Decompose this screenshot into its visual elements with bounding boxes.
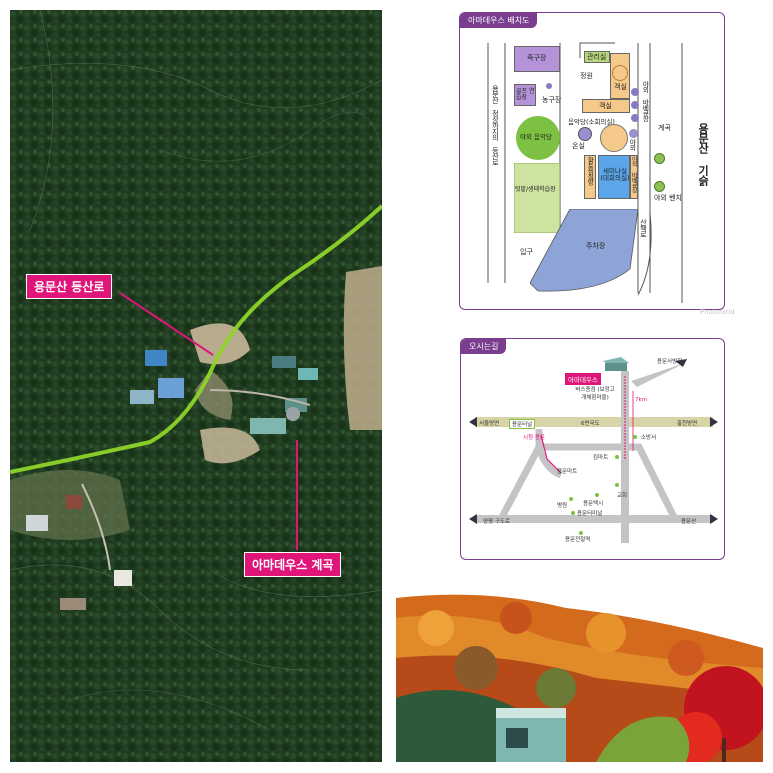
- mart-label: 킴마트: [593, 455, 609, 461]
- parking-label: 주차장: [586, 242, 606, 250]
- bbq-strip: [630, 155, 638, 199]
- terminal-dot: [571, 511, 575, 515]
- outdoor-bbq-label-2: 야외 바베큐장: [630, 156, 638, 192]
- music-hall-label: 음악당(소회의실): [568, 118, 615, 126]
- yongmun-taxi-label: 용문택시: [583, 501, 604, 507]
- yongmun-tunnel-label: 용문터널: [509, 419, 536, 429]
- site-plan-panel: 아마데우스 배치도 용문산 정상까지의 등산로 용문산 기슭 계곡 산책로 입구…: [459, 12, 725, 310]
- route-roads: [469, 357, 718, 543]
- mountain-foot-label: 용문산 기슭: [696, 123, 710, 185]
- guest-room-2: 객실: [582, 99, 630, 113]
- cooking-icon: [629, 129, 638, 138]
- valley-callout: 아마데우스 계곡: [244, 552, 342, 577]
- bench-icon-1: [654, 153, 665, 164]
- golf-practice-range: 골프 연습장: [514, 84, 536, 106]
- yongmun-station-label: 용문전철역: [565, 537, 591, 543]
- outdoor-music-hall: [516, 116, 560, 160]
- left-trail-label: 용문산 정상까지의 등산로: [491, 85, 500, 165]
- city-hall-label: 시청·용문: [523, 435, 545, 441]
- yangpyeong-old-road-label: 양평 구도로: [483, 519, 511, 525]
- outdoor-music-label: 야외 음악당: [520, 133, 552, 141]
- jjimjilbang-building: 황토찜질방: [584, 155, 596, 199]
- parking-lot: [530, 209, 639, 292]
- outdoor-bench-label: 야외 벤치: [654, 194, 682, 202]
- seminar-room: 세미나실 (대회의실): [598, 155, 630, 199]
- bench-icon-2: [654, 181, 665, 192]
- seoul-direction-label: 서울방면: [479, 421, 500, 427]
- watermark: PhotoGrid: [700, 308, 735, 316]
- greenhouse-icon: [578, 127, 592, 141]
- bbq-icon-2: [631, 101, 639, 109]
- yongmunsa-direction-label: 용문사방향: [657, 359, 683, 365]
- hospital-label: 병원: [557, 503, 568, 509]
- yongmun-terminal-label: 용문터미널: [577, 511, 603, 517]
- fire-station-label: 소방서: [641, 435, 657, 441]
- yongmun-mart-label: 용문마트: [557, 469, 578, 475]
- bbq-icon-1: [631, 88, 639, 96]
- garden-label: 정원: [580, 72, 593, 80]
- mart-dot: [615, 455, 619, 459]
- church-dot: [615, 483, 619, 487]
- route-map-panel: 오시는길 아마데우스 용문사방향 버스종점 (보정고개체험마을) 7km 서울방…: [460, 338, 725, 560]
- ornament-circle: [612, 65, 628, 81]
- bus-stop-label: 버스종점 (보정고개체험마을): [575, 387, 615, 401]
- destination-label: 아마데우스: [565, 373, 601, 385]
- eco-learning-field: [514, 163, 560, 233]
- hiking-trail-line: [10, 204, 382, 474]
- fire-station-dot: [633, 435, 637, 439]
- autumn-mountain-photo: [396, 588, 763, 762]
- aerial-photo-panel: 용문산 등산로 아마데우스 계곡: [10, 10, 382, 762]
- hospital-dot: [569, 497, 573, 501]
- eco-learning-label: 텃밭/생태학습장: [515, 186, 556, 193]
- entrance-label: 입구: [520, 248, 533, 256]
- walk-path-label: 산책로: [639, 219, 648, 237]
- route-map-title: 오시는길: [461, 339, 507, 354]
- autumn-photo: [396, 588, 763, 762]
- basketball-label: 농구장: [542, 96, 562, 104]
- yongmunsan-label: 용문산: [681, 519, 697, 525]
- highway-6-label: 6번국도: [581, 421, 600, 427]
- station-dot: [579, 531, 583, 535]
- outdoor-bbq-label-1: 야외 바베큐장: [640, 81, 649, 121]
- basketball-icon: [546, 83, 552, 89]
- church-label: 교회: [617, 493, 628, 499]
- site-plan-roads: [487, 42, 683, 303]
- trail-callout: 용문산 등산로: [26, 274, 113, 299]
- foot-volleyball-court: 족구장: [514, 46, 560, 72]
- aerial-photo: [10, 10, 382, 762]
- site-plan-title: 아마데우스 배치도: [460, 13, 538, 28]
- valley-label: 계곡: [658, 124, 671, 132]
- distance-label: 7km: [635, 397, 648, 403]
- taxi-dot: [595, 493, 599, 497]
- bbq-icon-3: [631, 114, 639, 122]
- hongcheon-direction-label: 홍천방면: [677, 421, 698, 427]
- office-building: 관리실: [584, 51, 610, 63]
- music-hall-building: [600, 124, 628, 152]
- greenhouse-label: 온실: [572, 142, 585, 150]
